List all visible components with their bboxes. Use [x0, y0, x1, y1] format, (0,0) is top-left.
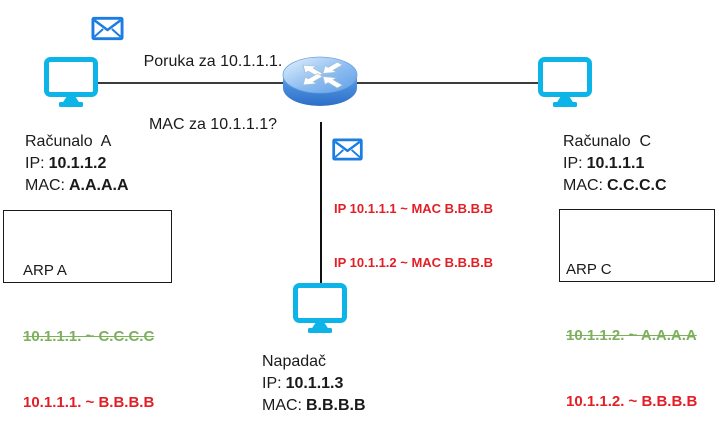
- computer-a-ip: IP:10.1.1.2: [25, 155, 107, 172]
- attacker-name: Napadač: [262, 353, 327, 370]
- arp-table-a: ARP A 10.1.1.1. ~ C.C.C.C 10.1.1.1. ~ B.…: [3, 210, 172, 411]
- computer-c-label: Računalo C IP:10.1.1.1 MAC:C.C.C.C: [563, 131, 667, 197]
- computer-c-ip: IP:10.1.1.1: [563, 155, 645, 172]
- arp-table-c-title: ARP C: [566, 261, 612, 278]
- attacker-mac: MAC:B.B.B.B: [262, 397, 366, 414]
- computer-a-name: Računalo A: [25, 133, 112, 150]
- arp-table-c: ARP C 10.1.1.2. ~ A.A.A.A 10.1.1.2. ~ B.…: [559, 209, 715, 410]
- arp-request-line1: Poruka za 10.1.1.1.: [143, 53, 283, 70]
- router-icon: [281, 51, 359, 113]
- arp-table-a-old-entry: 10.1.1.1. ~ C.C.C.C: [23, 328, 155, 345]
- link-switch-to-attacker: [320, 122, 322, 283]
- computer-c-mac: MAC:C.C.C.C: [563, 177, 667, 194]
- arp-table-c-new-entry: 10.1.1.2. ~ B.B.B.B: [566, 393, 698, 410]
- arp-reply-message: IP 10.1.1.1 ~ MAC B.B.B.B IP 10.1.1.2 ~ …: [334, 164, 493, 308]
- computer-a-mac: MAC:A.A.A.A: [25, 177, 129, 194]
- arp-reply-line2: IP 10.1.1.2 ~ MAC B.B.B.B: [334, 255, 494, 270]
- arp-reply-line1: IP 10.1.1.1 ~ MAC B.B.B.B: [334, 201, 494, 216]
- arp-table-a-title: ARP A: [23, 262, 67, 279]
- arp-request-line2: MAC za 10.1.1.1?: [148, 116, 278, 133]
- attacker-ip: IP:10.1.1.3: [262, 375, 344, 392]
- monitor-icon: [293, 283, 347, 333]
- monitor-icon: [44, 57, 98, 107]
- monitor-icon: [538, 57, 592, 107]
- attacker-label: Napadač IP:10.1.1.3 MAC:B.B.B.B: [262, 351, 366, 417]
- arp-table-a-new-entry: 10.1.1.1. ~ B.B.B.B: [23, 394, 155, 411]
- arp-request-message: Poruka za 10.1.1.1. MAC za 10.1.1.1?: [122, 9, 304, 177]
- envelope-icon: [91, 16, 124, 41]
- envelope-icon: [330, 138, 365, 161]
- computer-a-label: Računalo A IP:10.1.1.2 MAC:A.A.A.A: [25, 131, 129, 197]
- arp-table-c-old-entry: 10.1.1.2. ~ A.A.A.A: [566, 327, 697, 344]
- computer-c-name: Računalo C: [563, 133, 652, 150]
